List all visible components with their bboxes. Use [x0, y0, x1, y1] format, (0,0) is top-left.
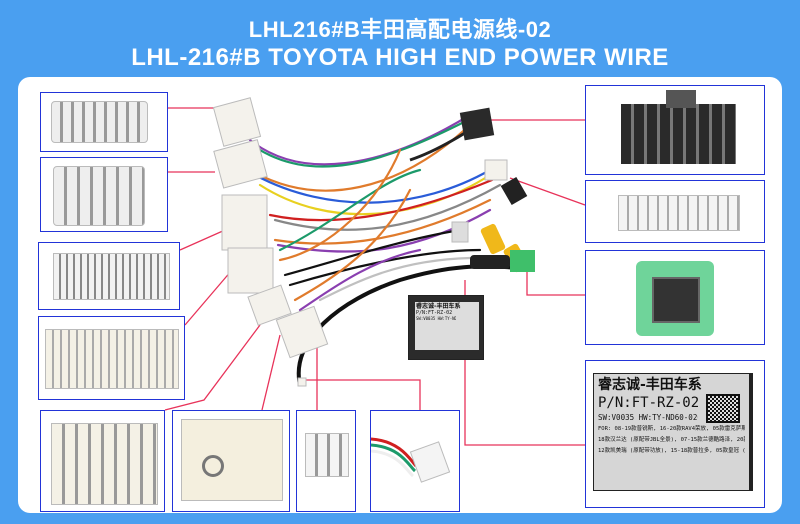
connector-box-6 [172, 410, 290, 512]
qr-code [706, 394, 740, 423]
connector-box-3 [38, 242, 180, 310]
label-line-2: 18款汉兰达 (原配带JBL全景), 07-15款兰德酷路泽, 20款威兰达 [598, 437, 745, 443]
module-label: 睿志诚-丰田车系 P/N:FT-RZ-02 SW:V0035 HW:TY-ND6… [593, 373, 753, 491]
connector-box-4 [38, 316, 185, 400]
title-chinese: LHL216#B丰田高配电源线-02 [248, 17, 552, 42]
label-versions: SW:V0035 HW:TY-ND60-0205 [598, 413, 698, 422]
connector-box-10 [585, 180, 765, 243]
connector-box-11 [585, 250, 765, 345]
module-box: 睿志诚-丰田车系 P/N:FT-RZ-02 SW:V0035 HW:TY-ND6… [408, 295, 484, 360]
connector-box-5 [40, 410, 165, 512]
label-line-1: FOR: 08-19款普锐斯, 16-20款RAV4荣放, 05款雷克萨斯ES3… [598, 426, 745, 432]
label-line-3: 12款凯美瑞 (原配带功放), 15-18款普拉多, 05款皇冠 (21.04.… [598, 448, 745, 454]
module-brand: 睿志诚-丰田车系 [416, 303, 461, 310]
connector-box-8 [370, 410, 460, 512]
leader-lines [164, 107, 586, 446]
wire-plug-photo [371, 437, 451, 483]
label-part-number: P/N:FT-RZ-02 [598, 395, 700, 411]
connector-box-1 [40, 92, 168, 152]
module-label-box: 睿志诚-丰田车系 P/N:FT-RZ-02 SW:V0035 HW:TY-ND6… [585, 360, 765, 508]
module-part-number: P/N:FT-RZ-02 [416, 310, 453, 316]
connector-box-7 [296, 410, 356, 512]
label-brand: 睿志诚-丰田车系 [598, 377, 702, 393]
module-versions: SW:V0035 HW:TY-ND60-0205 [416, 316, 456, 321]
connector-box-2 [40, 157, 168, 232]
connector-box-9 [585, 85, 765, 175]
title-english: LHL-216#B TOYOTA HIGH END POWER WIRE [131, 44, 669, 71]
